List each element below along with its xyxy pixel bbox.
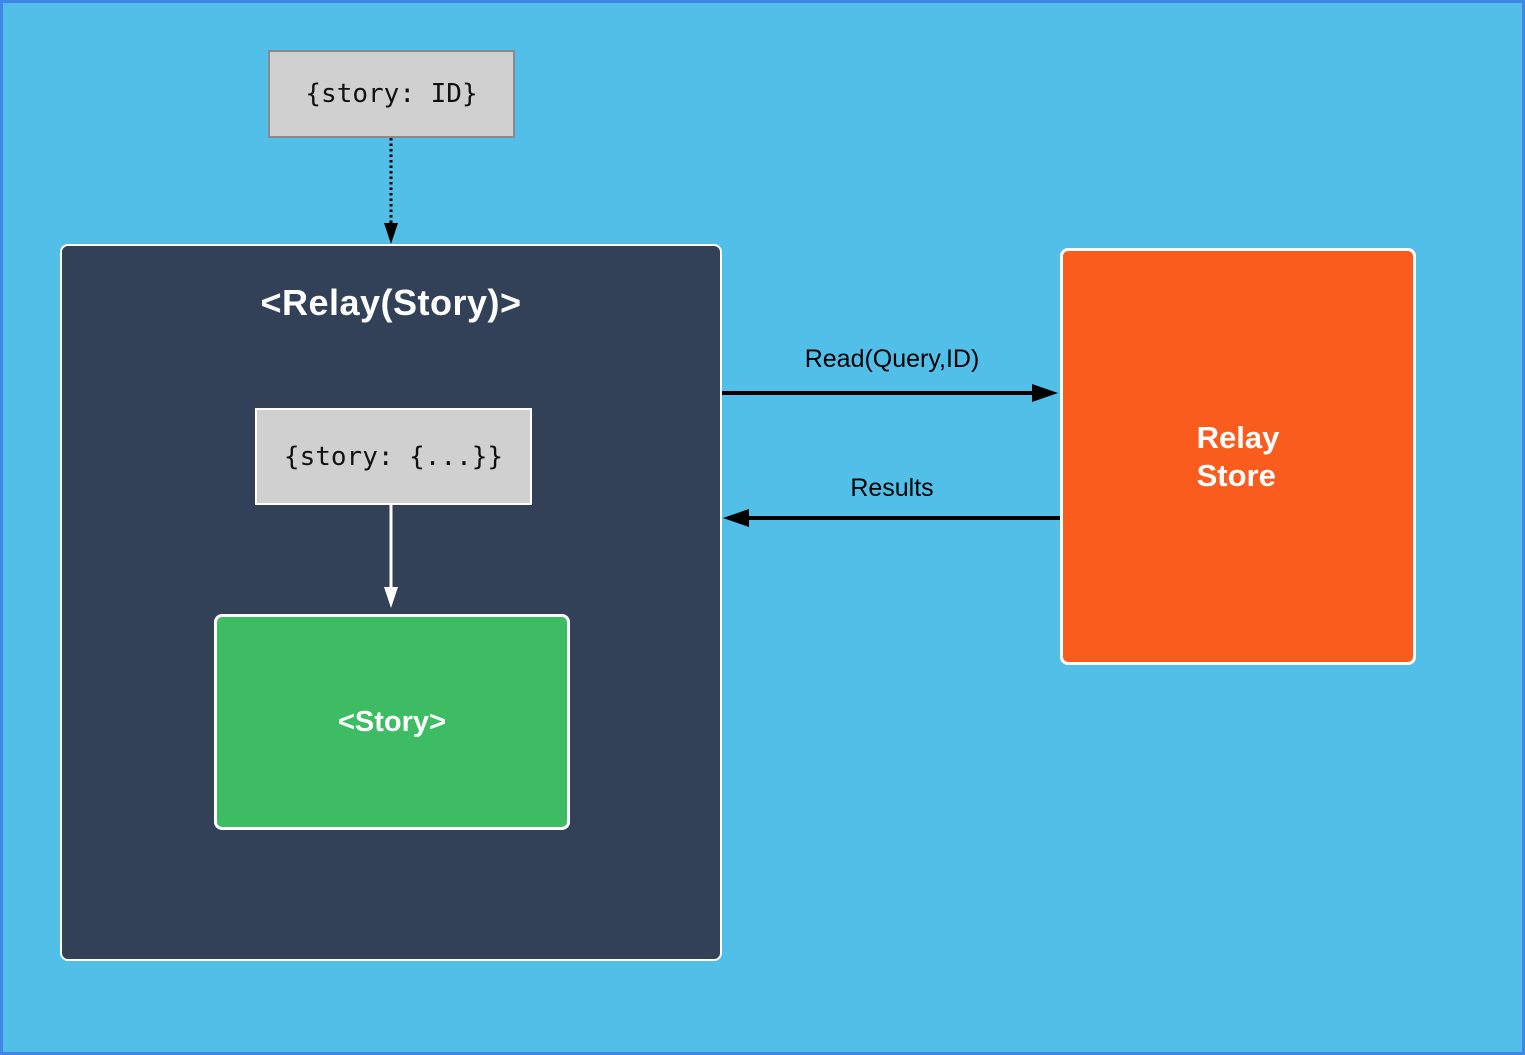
relay-store-label-line2: Store (1196, 457, 1276, 493)
relay-story-title: <Relay(Story)> (260, 282, 522, 323)
story-props-label: {story: {...}} (283, 441, 504, 472)
read-query-arrow (722, 384, 1058, 402)
story-props-box: {story: {...}} (255, 408, 532, 505)
results-arrow (723, 509, 1060, 527)
query-id-label: {story: ID} (305, 79, 478, 109)
relay-store-box: Relay Store (1060, 248, 1416, 665)
query-to-relay-arrow (384, 138, 398, 244)
results-label: Results (850, 474, 934, 502)
read-query-label: Read(Query,ID) (804, 345, 980, 373)
story-component-box: <Story> (214, 614, 570, 830)
relay-story-container: <Relay(Story)> {story: {...}} <Story> (60, 244, 722, 961)
relay-store-label-line1: Relay (1196, 419, 1280, 455)
story-component-label: <Story> (338, 705, 446, 738)
query-id-box: {story: ID} (268, 50, 515, 138)
relay-store-label: Relay Store (1197, 419, 1280, 495)
